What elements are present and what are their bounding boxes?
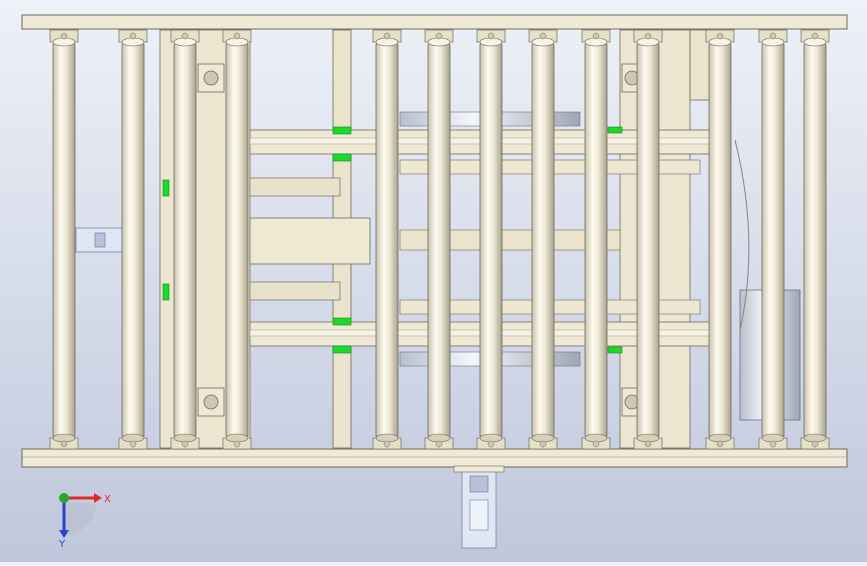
- upper-guide-bar: [249, 177, 341, 197]
- roller: [222, 29, 252, 450]
- roller: [118, 29, 148, 450]
- roller: [372, 29, 402, 450]
- roller: [705, 29, 735, 450]
- roller: [758, 29, 788, 450]
- conveyor-rollers: [49, 29, 830, 450]
- left-extension-bracket: [75, 227, 123, 253]
- roller: [633, 29, 663, 450]
- green-sensor-blocks: [162, 126, 623, 354]
- coordinate-triad-icon: X Y: [58, 493, 111, 548]
- roller: [528, 29, 558, 450]
- roller: [581, 29, 611, 450]
- lower-guide-bar: [249, 281, 341, 301]
- roller: [49, 29, 79, 450]
- x-axis-label: X: [104, 494, 111, 505]
- bottom-frame-rail: [21, 448, 848, 468]
- top-frame-rail: [21, 14, 848, 30]
- center-carriage: [249, 217, 371, 265]
- roller: [476, 29, 506, 450]
- roller: [424, 29, 454, 450]
- roller: [800, 29, 830, 450]
- y-axis-label: Y: [58, 539, 66, 548]
- roller: [170, 29, 200, 450]
